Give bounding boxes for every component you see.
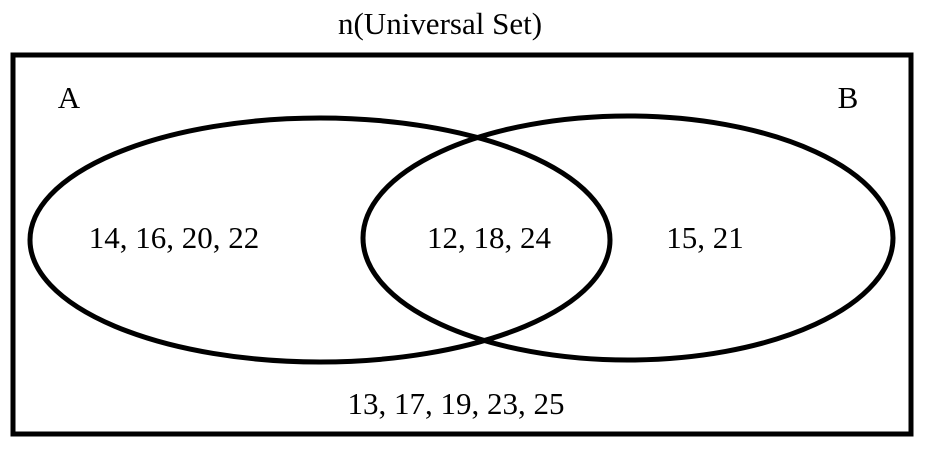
region-only-a: 14, 16, 20, 22 — [89, 220, 260, 255]
set-b-ellipse — [360, 113, 896, 363]
region-outside: 13, 17, 19, 23, 25 — [348, 386, 565, 421]
set-a-ellipse — [27, 115, 613, 365]
set-a-label: A — [58, 80, 81, 115]
region-a-and-b: 12, 18, 24 — [427, 220, 552, 255]
universal-set-title: n(Universal Set) — [338, 6, 542, 41]
universal-set-box — [10, 52, 914, 437]
region-only-b: 15, 21 — [666, 220, 744, 255]
set-b-label: B — [838, 80, 859, 115]
